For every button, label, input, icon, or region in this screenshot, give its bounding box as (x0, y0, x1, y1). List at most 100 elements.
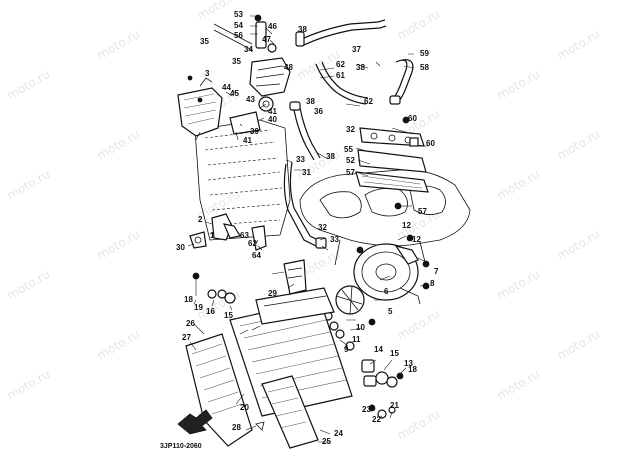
callout-23: 23 (362, 405, 371, 414)
watermark: moto.ru (95, 327, 143, 363)
callout-38a: 38 (298, 25, 307, 34)
watermark: moto.ru (5, 167, 53, 203)
callout-47: 48 (284, 63, 293, 72)
callout-22: 22 (372, 415, 381, 424)
leader-lines (187, 15, 429, 443)
callout-39: 39 (250, 127, 259, 136)
side-shroud (185, 333, 319, 449)
watermark: moto.ru (495, 367, 543, 403)
watermark: moto.ru (555, 27, 603, 63)
callout-37: 37 (352, 45, 361, 54)
callout-11: 11 (352, 335, 361, 344)
hose-lower (283, 161, 327, 249)
callout-19: 19 (194, 303, 203, 312)
callout-15: 15 (390, 349, 399, 358)
callout-35a: 35 (200, 37, 209, 46)
part-code-label: 3JP110-2060 (160, 443, 202, 450)
callout-17: 16 (206, 307, 215, 316)
callout-51: 52 (346, 156, 355, 165)
watermark: moto.ru (395, 407, 443, 443)
watermark: moto.ru (555, 327, 603, 363)
callout-45: 46 (268, 22, 277, 31)
watermark: moto.ru (555, 127, 603, 163)
callout-53: 55 (344, 145, 353, 154)
watermark: moto.ru (395, 307, 443, 343)
callout-43: 44 (222, 83, 231, 92)
callout-57b: 60 (408, 114, 417, 123)
callout-26: 26 (186, 319, 195, 328)
callout-38c: 38 (306, 97, 315, 106)
callout-58: 60 (426, 139, 435, 148)
callout-55: 57 (346, 168, 355, 177)
watermark: moto.ru (395, 7, 443, 43)
callout-20: 20 (240, 403, 249, 412)
callout-46: 47 (262, 35, 271, 44)
watermark: moto.ru (5, 67, 53, 103)
callout-14: 14 (374, 345, 383, 354)
callout-44: 45 (230, 89, 239, 98)
callout-12a: 12 (402, 221, 411, 230)
callout-9: 9 (344, 345, 349, 354)
watermark: moto.ru (495, 267, 543, 303)
callout-62a: 63 (240, 231, 249, 240)
callout-60b: 62 (364, 97, 373, 106)
callout-56: 58 (420, 63, 429, 72)
callout-50: 56 (234, 31, 243, 40)
callout-18b: 18 (408, 365, 417, 374)
callout-24: 24 (334, 429, 343, 438)
callout-33a: 33 (296, 155, 305, 164)
watermark: moto.ru (5, 367, 53, 403)
callout-8: 8 (430, 279, 435, 288)
watermark: moto.ru (495, 67, 543, 103)
callout-38b: 38 (356, 63, 365, 72)
callout-35b: 35 (232, 57, 241, 66)
callout-6: 6 (384, 287, 389, 296)
watermark: moto.ru (5, 267, 53, 303)
watermark: moto.ru (95, 227, 143, 263)
callout-28: 28 (232, 423, 241, 432)
callout-48: 53 (234, 10, 243, 19)
watermark: moto.ru (95, 27, 143, 63)
callout-10: 10 (356, 323, 365, 332)
callout-40: 40 (268, 115, 277, 124)
watermark: moto.ru (95, 127, 143, 163)
thermostat-housing (249, 14, 291, 112)
callout-49: 54 (234, 21, 243, 30)
callout-2: 2 (198, 215, 203, 224)
callout-34: 34 (244, 45, 253, 54)
watermark: moto.ru (295, 147, 343, 183)
callout-3: 3 (205, 69, 210, 78)
callout-25: 25 (322, 437, 331, 446)
callout-27: 27 (182, 333, 191, 342)
callout-30: 30 (176, 243, 185, 252)
callout-12b: 12 (412, 235, 421, 244)
callout-38d: 38 (326, 152, 335, 161)
hoses-top (289, 19, 414, 161)
radiator-lower (229, 287, 353, 417)
callout-61: 62 (248, 239, 257, 248)
callout-31: 31 (302, 168, 311, 177)
watermark: moto.ru (555, 227, 603, 263)
watermark: moto.ru (495, 167, 543, 203)
callout-labels: 53 54 56 46 47 35 34 35 48 3 44 45 43 41… (160, 10, 439, 450)
callout-41a: 41 (268, 107, 277, 116)
callout-18a: 18 (184, 295, 193, 304)
callout-1: 1 (210, 231, 215, 240)
small-parts-right (255, 359, 404, 431)
callout-54: 57 (418, 207, 427, 216)
callout-21: 21 (390, 401, 399, 410)
callout-41b: 41 (243, 136, 252, 145)
direction-arrow (177, 409, 213, 435)
small-parts-left (187, 23, 307, 304)
callout-32: 32 (346, 125, 355, 134)
callout-62b: 64 (252, 251, 261, 260)
callout-36: 36 (314, 107, 323, 116)
callout-33b: 33 (330, 235, 339, 244)
callout-32b: 32 (318, 223, 327, 232)
callout-16: 15 (224, 311, 233, 320)
reservoir-tank (177, 77, 223, 137)
callout-7: 7 (434, 267, 439, 276)
callout-60a: 62 (336, 60, 345, 69)
callout-13: 13 (404, 359, 413, 368)
